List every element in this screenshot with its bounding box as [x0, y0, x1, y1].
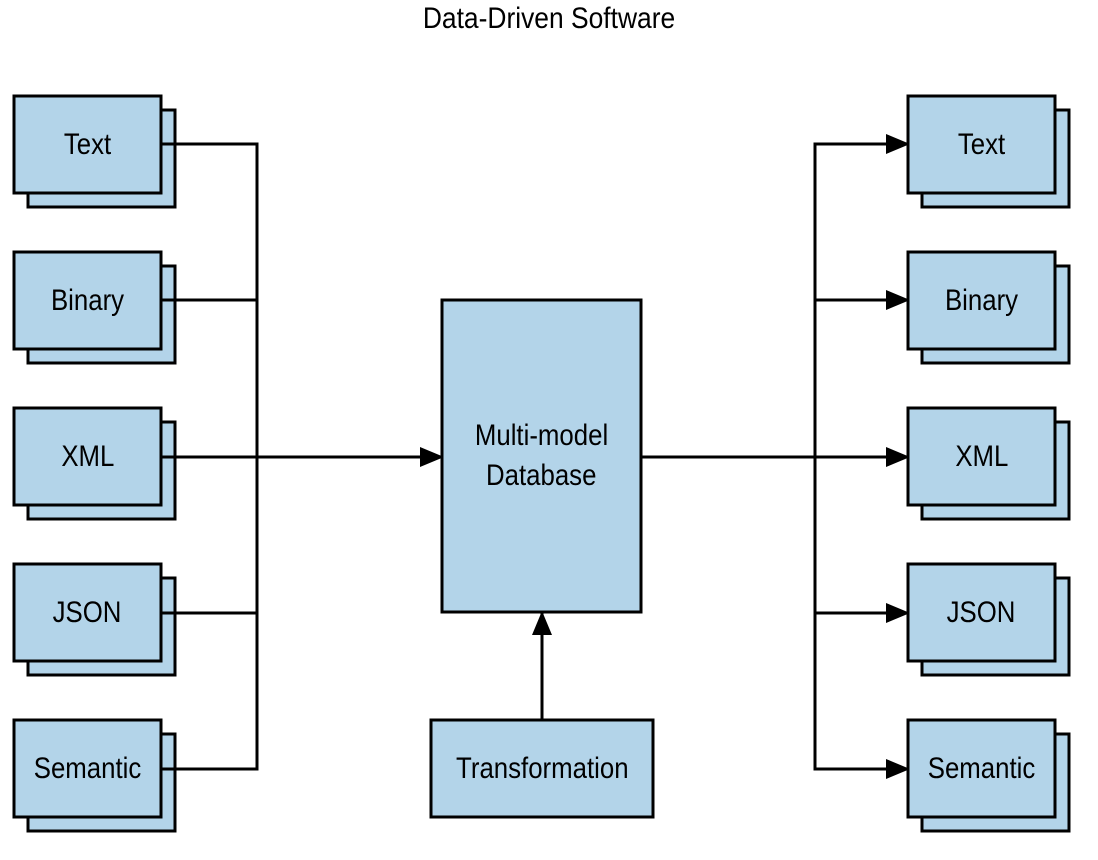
input-box-text [12, 94, 177, 209]
output-box-text [906, 94, 1071, 209]
database-box [440, 298, 643, 614]
output-connectors [641, 142, 817, 771]
output-box-json [906, 562, 1071, 677]
output-box-semantic [906, 718, 1071, 833]
output-box-binary [906, 250, 1071, 365]
input-box-binary [12, 250, 177, 365]
output-arrows [815, 134, 910, 779]
diagram-title: Data-Driven Software [422, 2, 676, 35]
transformation-box [429, 718, 655, 819]
input-box-json [12, 562, 177, 677]
input-box-xml [12, 406, 177, 521]
output-box-xml [906, 406, 1071, 521]
input-box-semantic [12, 718, 177, 833]
